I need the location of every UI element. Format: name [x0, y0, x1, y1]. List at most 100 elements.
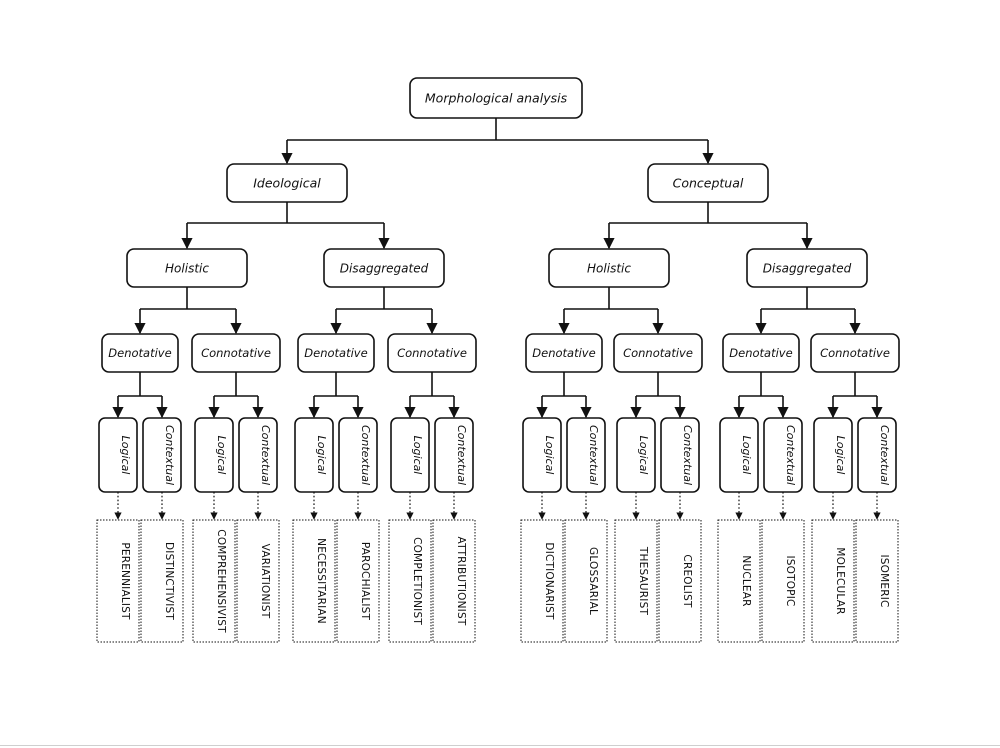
node-conceptual-holistic-denotative-logical-box — [522, 417, 562, 493]
node-conceptual-holistic-connotative-logical-label: Logical — [637, 436, 650, 475]
edge-node-ideological-holistic-connotative — [208, 372, 264, 419]
node-ideological-holistic-connotative-contextual-label: Contextual — [259, 425, 272, 485]
node-conceptual: Conceptual — [647, 163, 769, 203]
node-ideological: Ideological — [226, 163, 348, 203]
node-ideological-disaggregated-denotative-contextual-leaf-label: PAROCHIALIST — [359, 542, 371, 621]
node-ideological-holistic-denotative-contextual-leaf: DISTINCTIVIST — [140, 519, 184, 643]
node-ideological-disaggregated-denotative-contextual-label: Contextual — [359, 425, 372, 485]
node-ideological-holistic-denotative-contextual: Contextual — [142, 417, 182, 493]
node-conceptual-disaggregated-connotative-logical-leaf-box — [811, 519, 855, 643]
node-conceptual-disaggregated-connotative-contextual-leaf-box — [855, 519, 899, 643]
node-ideological-holistic-denotative-label: Denotative — [108, 346, 171, 360]
edge-node-ideological-holistic-denotative — [112, 372, 168, 419]
node-ideological-holistic-connotative-logical-leaf-label: COMPREHENSIVIST — [215, 529, 227, 633]
node-conceptual-disaggregated-denotative: Denotative — [722, 333, 800, 373]
node-ideological-holistic-label: Holistic — [165, 261, 209, 275]
node-ideological-box — [226, 163, 348, 203]
node-conceptual-holistic-connotative-contextual-leaf-box — [658, 519, 702, 643]
node-conceptual-disaggregated-connotative-logical-leaf-label: MOLECULAR — [834, 547, 846, 614]
node-ideological-disaggregated-connotative-box — [387, 333, 477, 373]
node-ideological-holistic-connotative: Connotative — [191, 333, 281, 373]
node-ideological-disaggregated-connotative-contextual-leaf-box — [432, 519, 476, 643]
page-bottom-rule — [0, 745, 1000, 746]
node-ideological-holistic-connotative-logical-box — [194, 417, 234, 493]
edge-node-conceptual-holistic-denotative — [536, 372, 592, 419]
root-node: Morphological analysis — [409, 77, 583, 119]
node-conceptual-holistic-denotative-label: Denotative — [532, 346, 595, 360]
node-ideological-disaggregated-connotative-contextual: Contextual — [434, 417, 474, 493]
node-conceptual-holistic-denotative-box — [525, 333, 603, 373]
node-ideological-disaggregated-connotative-logical: Logical — [390, 417, 430, 493]
node-conceptual-holistic-denotative-logical-leaf-label: DICTIONARIST — [543, 542, 555, 620]
node-ideological-disaggregated-connotative-contextual-leaf-label: ATTRIBUTIONIST — [455, 537, 467, 626]
node-ideological-disaggregated-box — [323, 248, 445, 288]
node-ideological-disaggregated-connotative-logical-leaf-box — [388, 519, 432, 643]
node-ideological-holistic-connotative-logical-label: Logical — [215, 436, 228, 475]
node-conceptual-holistic-connotative-contextual-label: Contextual — [681, 425, 694, 485]
node-ideological-holistic-connotative-contextual: Contextual — [238, 417, 278, 493]
node-conceptual-holistic-connotative-label: Connotative — [623, 346, 693, 360]
node-ideological-holistic-denotative-contextual-box — [142, 417, 182, 493]
node-conceptual-disaggregated-denotative-logical-box — [719, 417, 759, 493]
node-conceptual-holistic-denotative-contextual-box — [566, 417, 606, 493]
node-ideological-disaggregated-denotative: Denotative — [297, 333, 375, 373]
edge-node-conceptual-disaggregated — [755, 287, 861, 335]
node-ideological-holistic-denotative-contextual-leaf-box — [140, 519, 184, 643]
node-conceptual-disaggregated-denotative-contextual-leaf-label: ISOTOPIC — [784, 555, 796, 606]
node-ideological-disaggregated-denotative-logical-box — [294, 417, 334, 493]
node-ideological-disaggregated-connotative-label: Connotative — [397, 346, 467, 360]
edge-node-ideological-disaggregated — [330, 287, 438, 335]
node-conceptual-holistic-denotative-contextual-leaf-box — [564, 519, 608, 643]
node-ideological-holistic-connotative-contextual-box — [238, 417, 278, 493]
node-conceptual-disaggregated-denotative-logical-label: Logical — [740, 436, 753, 475]
node-conceptual-holistic-connotative-box — [613, 333, 703, 373]
node-conceptual-disaggregated-denotative-logical-leaf-label: NUCLEAR — [740, 555, 752, 606]
node-ideological-holistic-connotative-contextual-leaf-label: VARIATIONIST — [259, 544, 271, 619]
node-conceptual-holistic-connotative-logical-box — [616, 417, 656, 493]
node-conceptual-holistic-connotative-logical-leaf-label: THESAURIST — [637, 546, 649, 616]
node-ideological-disaggregated-denotative-box — [297, 333, 375, 373]
node-ideological-holistic-connotative-box — [191, 333, 281, 373]
node-conceptual-holistic-connotative-logical-leaf-box — [614, 519, 658, 643]
node-ideological-disaggregated-connotative-logical-box — [390, 417, 430, 493]
node-ideological-holistic-denotative-contextual-label: Contextual — [163, 425, 176, 485]
node-conceptual-holistic: Holistic — [548, 248, 670, 288]
node-ideological-holistic-connotative-label: Connotative — [201, 346, 271, 360]
node-conceptual-disaggregated-label: Disaggregated — [763, 261, 852, 275]
node-conceptual-disaggregated-connotative-logical-label: Logical — [834, 436, 847, 475]
node-conceptual-disaggregated-denotative-contextual-leaf: ISOTOPIC — [761, 519, 805, 643]
node-ideological-holistic-box — [126, 248, 248, 288]
edge-ideological — [181, 202, 390, 250]
node-conceptual-disaggregated-denotative-contextual-label: Contextual — [784, 425, 797, 485]
node-conceptual-holistic-connotative-contextual-leaf: CREOLIST — [658, 519, 702, 643]
node-conceptual-holistic-label: Holistic — [587, 261, 631, 275]
node-conceptual-disaggregated-connotative-contextual: Contextual — [857, 417, 897, 493]
node-conceptual-disaggregated-connotative-label: Connotative — [820, 346, 890, 360]
node-ideological-disaggregated: Disaggregated — [323, 248, 445, 288]
node-ideological-holistic-denotative-logical-leaf-label: PERENNIALIST — [119, 542, 131, 620]
node-ideological-holistic-denotative-logical-label: Logical — [119, 436, 132, 475]
node-conceptual-holistic-denotative-contextual-leaf-label: GLOSSARIAL — [587, 547, 599, 615]
node-conceptual-holistic-connotative-contextual-box — [660, 417, 700, 493]
node-ideological-disaggregated-denotative-logical-label: Logical — [315, 436, 328, 475]
node-ideological-holistic-denotative-logical: Logical — [98, 417, 138, 493]
node-ideological-holistic-denotative-logical-leaf-box — [96, 519, 140, 643]
node-conceptual-disaggregated-connotative-box — [810, 333, 900, 373]
node-conceptual-holistic-denotative-logical-leaf-box — [520, 519, 564, 643]
node-conceptual-disaggregated-denotative-contextual: Contextual — [763, 417, 803, 493]
node-ideological-holistic-connotative-contextual-leaf-box — [236, 519, 280, 643]
node-ideological-disaggregated-connotative-logical-leaf-label: COMPLETIONIST — [411, 537, 423, 625]
node-ideological-disaggregated-connotative-contextual-leaf: ATTRIBUTIONIST — [432, 519, 476, 643]
edge-conceptual — [603, 202, 813, 250]
edges-layer — [112, 118, 883, 520]
node-ideological-holistic-connotative-contextual-leaf: VARIATIONIST — [236, 519, 280, 643]
node-conceptual-holistic-denotative-contextual-leaf: GLOSSARIAL — [564, 519, 608, 643]
node-conceptual-label: Conceptual — [673, 176, 744, 191]
node-ideological-holistic-connotative-logical-leaf: COMPREHENSIVIST — [192, 519, 236, 643]
node-ideological-disaggregated-connotative-contextual-label: Contextual — [455, 425, 468, 485]
node-ideological-holistic-denotative-box — [101, 333, 179, 373]
node-conceptual-box — [647, 163, 769, 203]
edge-node-ideological-holistic — [134, 287, 242, 335]
node-ideological-disaggregated-denotative-logical: Logical — [294, 417, 334, 493]
